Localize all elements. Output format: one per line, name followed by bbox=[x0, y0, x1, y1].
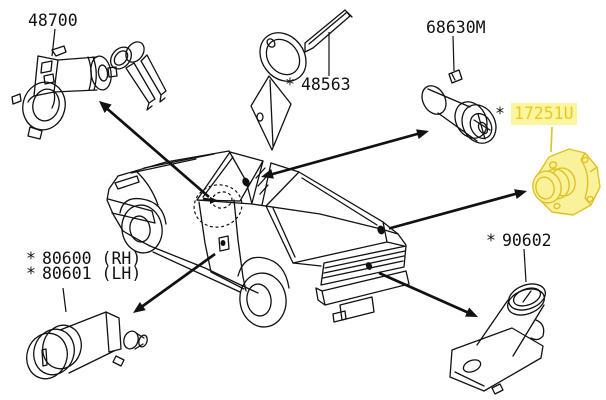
hatch-lock-drawing bbox=[449, 283, 546, 395]
door-lock-location-dot bbox=[220, 240, 226, 246]
highlighted-part-number: 17251U bbox=[510, 103, 577, 125]
arrow-to-fuel-filler-lock bbox=[388, 189, 527, 230]
part-label-glovebox-lock[interactable]: 68630M bbox=[426, 18, 486, 37]
asterisk-marker: * bbox=[285, 75, 295, 94]
fuel-filler-location-dot bbox=[377, 225, 385, 235]
leader-hatch bbox=[523, 248, 527, 283]
asterisk-marker: * bbox=[495, 104, 505, 123]
asterisk-marker: * bbox=[26, 264, 36, 283]
leader-fuel-filler bbox=[550, 126, 553, 153]
arrow-to-glovebox-lock bbox=[261, 129, 429, 179]
glovebox-lock-drawing bbox=[421, 69, 497, 144]
fuel-filler-lock-drawing bbox=[532, 148, 601, 216]
part-label-door-lock-rh[interactable]: *80600 (RH) bbox=[26, 249, 142, 268]
part-label-hatch-lock[interactable]: *90602 bbox=[486, 231, 552, 250]
key-head bbox=[110, 46, 132, 70]
callout-arrows bbox=[99, 101, 527, 317]
door-lock-location bbox=[218, 235, 230, 252]
headlight-door bbox=[114, 175, 140, 190]
leader-door bbox=[62, 287, 67, 313]
part-label-fuel-filler-lock[interactable]: * 17251U bbox=[495, 103, 577, 125]
asterisk-marker: * bbox=[486, 231, 496, 250]
door-lock-drawing bbox=[26, 311, 148, 380]
hatch-location-dot bbox=[365, 262, 373, 270]
part-label-ignition-lock[interactable]: 48700 bbox=[28, 11, 78, 30]
part-label-key[interactable]: *48563 bbox=[285, 75, 351, 94]
ignition-lock-drawing bbox=[11, 41, 167, 140]
arrow-to-ignition-lock bbox=[99, 101, 218, 204]
car-illustration bbox=[106, 150, 410, 328]
asterisk-marker: * bbox=[26, 249, 36, 268]
key-drawing bbox=[250, 9, 353, 151]
arrow-to-door-lock bbox=[133, 252, 216, 313]
arrow-to-hatch-lock bbox=[378, 271, 478, 317]
leader-glovebox bbox=[452, 35, 455, 72]
part-label-door-lock-lh[interactable]: *80601 (LH) bbox=[26, 264, 142, 283]
glovebox-location-dot bbox=[242, 177, 250, 187]
